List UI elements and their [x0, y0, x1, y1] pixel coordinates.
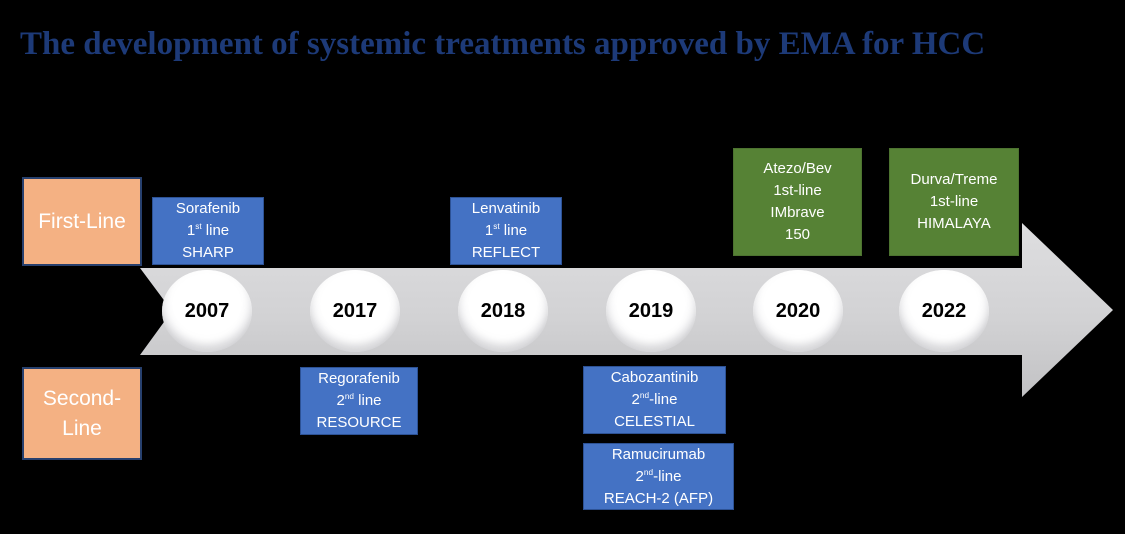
year-marker-2019: 2019 — [606, 270, 696, 352]
box-text-line: 2nd line — [336, 392, 382, 409]
year-label: 2018 — [480, 299, 526, 322]
year-marker-2022: 2022 — [899, 270, 989, 352]
box-text-line: SHARP — [182, 244, 234, 261]
page-title: The development of systemic treatments a… — [20, 26, 986, 62]
box-text-line: HIMALAYA — [917, 215, 991, 232]
year-label: 2017 — [332, 299, 378, 322]
box-text-line: Cabozantinib — [610, 369, 699, 386]
box-text-line: 1st-line — [773, 182, 822, 199]
box-text-line: Second- — [42, 386, 122, 410]
box-text-line: REFLECT — [471, 244, 541, 261]
box-text-line: Sorafenib — [175, 200, 241, 217]
box-text-line: IMbrave — [770, 204, 825, 221]
box-text-line: CELESTIAL — [614, 413, 695, 430]
box-text-line: RESOURCE — [316, 414, 402, 431]
year-marker-2017: 2017 — [310, 270, 400, 352]
year-label: 2020 — [775, 299, 821, 322]
year-marker-2007: 2007 — [162, 270, 252, 352]
category-box-first-line: First-Line — [22, 177, 142, 266]
year-label: 2007 — [184, 299, 230, 322]
box-text-line: Regorafenib — [318, 370, 400, 387]
box-text-line: 150 — [784, 226, 811, 243]
box-text-line: First-Line — [38, 209, 126, 233]
box-text-line: 2nd-line — [635, 467, 682, 485]
box-text-line: Atezo/Bev — [763, 160, 832, 177]
box-text-line: Durva/Treme — [910, 171, 998, 188]
box-text-line: REACH-2 (AFP) — [603, 489, 714, 507]
year-label: 2019 — [628, 299, 674, 322]
box-text-line: 1st-line — [929, 193, 979, 210]
box-text-line: Line — [62, 416, 102, 440]
box-text-line: 2nd-line — [631, 391, 678, 408]
year-marker-2018: 2018 — [458, 270, 548, 352]
box-text-line: Ramucirumab — [611, 445, 706, 463]
box-text-line: Lenvatinib — [471, 200, 541, 217]
year-label: 2022 — [921, 299, 967, 322]
category-box-second-line: Second- Line — [22, 367, 142, 460]
box-text-line: 1st line — [186, 222, 230, 239]
box-text-line: 1st line — [484, 222, 528, 239]
year-marker-2020: 2020 — [753, 270, 843, 352]
